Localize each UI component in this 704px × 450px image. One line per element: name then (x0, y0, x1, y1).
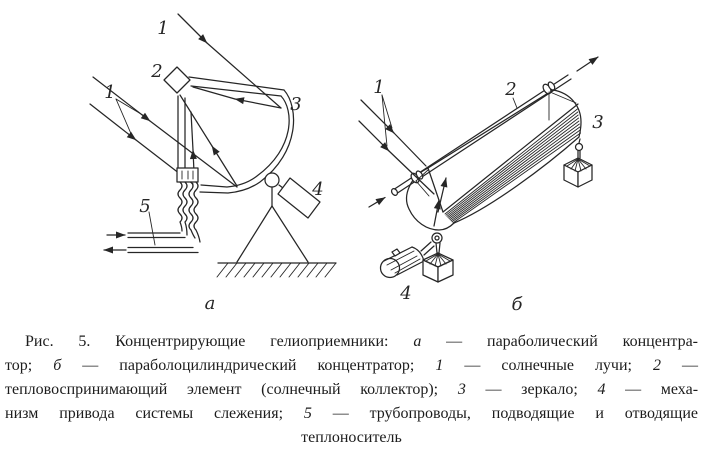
panel-a-parabolic-concentrator: 1 1 2 3 4 5 а (89, 13, 337, 314)
panel-a-mount (216, 172, 337, 278)
panel-b-collector-tube (390, 74, 577, 197)
caption-line-2: тор; б — параболоцилиндрический концентр… (5, 357, 699, 374)
caption-line-3: тепловоспринимающий элемент (солнечный к… (5, 381, 699, 398)
panel-a-letter: а (205, 293, 216, 314)
panel-a-callout-sun-rays-left: 1 (104, 82, 115, 103)
panel-a-callout-pipes: 5 (139, 196, 150, 217)
panel-b-parabolic-trough-concentrator: 1 2 3 4 б (358, 56, 604, 315)
panel-b-callout-sun-rays: 1 (373, 77, 384, 98)
panel-b-callout-drive: 4 (399, 283, 411, 304)
caption-line-5: теплоноситель (301, 429, 402, 446)
panel-a-receiver (163, 66, 199, 183)
panel-a-callout-mirror: 3 (290, 94, 301, 115)
panel-b-letter: б (512, 294, 524, 315)
panel-b-callout-collector: 2 (504, 79, 516, 100)
panel-a-callout-receiver: 2 (150, 61, 162, 82)
panel-a-sun-ray-top (177, 13, 282, 109)
panel-a-drive-box (277, 177, 321, 219)
panel-b-sun-rays (358, 94, 435, 195)
panel-a-mirror-dish (188, 76, 295, 194)
caption-line-1: Рис. 5. Концентрирующие гелиоприемники: … (25, 333, 699, 350)
solar-concentrators-figure: 1 1 2 3 4 5 а (89, 13, 604, 315)
trough-surface-hatching (444, 108, 582, 224)
panel-b-flow-arrows (368, 56, 599, 208)
caption-line-4: низм привода системы слежения; 5 — трубо… (5, 405, 698, 422)
panel-a-pipes (103, 211, 199, 254)
panel-b-support-block-near (422, 242, 454, 283)
panel-b-callout-mirror: 3 (592, 112, 603, 133)
panel-a-flex-hoses (177, 181, 201, 243)
panel-b-drive-motor (379, 232, 443, 279)
panel-b-reflected-rays (433, 177, 448, 227)
panel-a-callout-sun-rays-top: 1 (157, 18, 168, 39)
figure-caption: Рис. 5. Концентрирующие гелиоприемники: … (5, 330, 698, 450)
panel-a-callout-drive: 4 (311, 179, 323, 200)
panel-b-support-block-far (563, 138, 593, 188)
ground-hatching (216, 262, 337, 278)
panel-b-trough-mirror (406, 89, 582, 231)
